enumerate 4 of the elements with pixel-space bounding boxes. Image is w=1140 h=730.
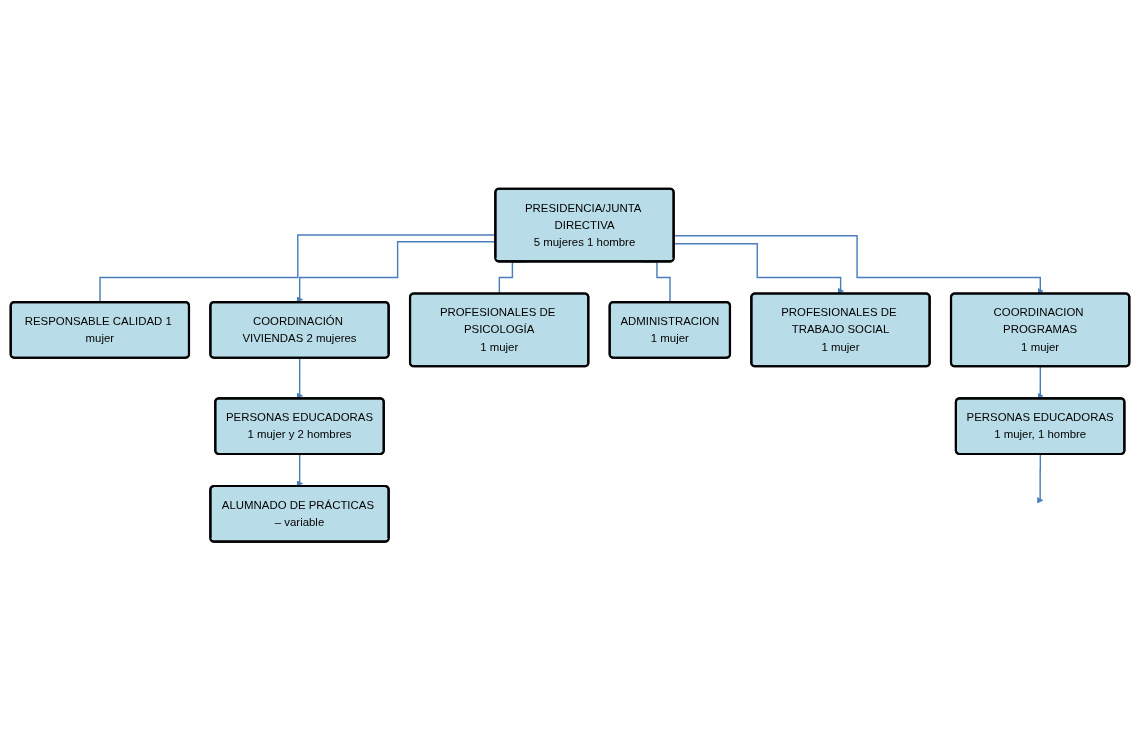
arrow bbox=[1037, 453, 1044, 504]
arrow bbox=[673, 242, 844, 294]
arrow bbox=[296, 357, 303, 399]
arrow bbox=[673, 234, 1044, 294]
